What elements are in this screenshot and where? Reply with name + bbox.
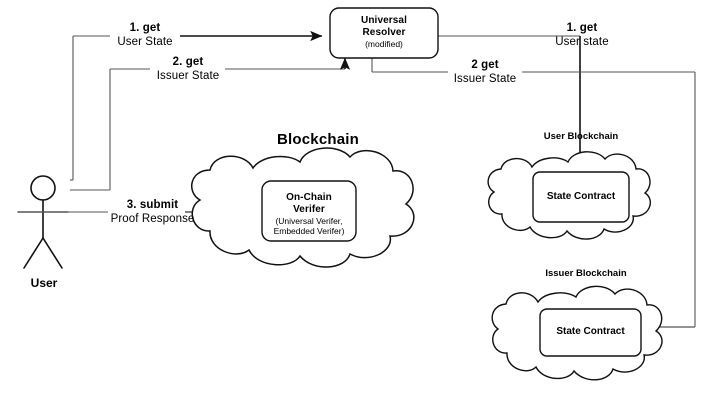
- flow-label-line1: 1. get: [566, 22, 598, 34]
- connector-get-issuer-state-left: [70, 57, 351, 191]
- blockchain-section-title: Blockchain: [276, 131, 360, 148]
- connector-get-issuer-state-right: [371, 58, 696, 332]
- flow-label-get-issuer-state-right: 2 get Issuer State: [430, 59, 540, 86]
- flow-label-line1: 2. get: [172, 56, 204, 68]
- box-universal-resolver: [329, 7, 439, 59]
- box-user-state-contract: [532, 171, 630, 223]
- flow-label-line2: User state: [555, 35, 609, 48]
- flow-label-get-issuer-state-left: 2. get Issuer State: [133, 56, 243, 83]
- stick-figure-icon: [17, 175, 69, 269]
- on-chain-verifier-sub2: Embedded Verifer): [273, 225, 345, 236]
- universal-resolver-line1: Universal: [361, 15, 407, 26]
- flow-label-line1: 3. submit: [126, 199, 179, 211]
- flow-label-get-user-state-right: 1. get User state: [532, 22, 632, 49]
- connector-get-user-state-left: [70, 30, 323, 181]
- user-state-contract-label: State Contract: [546, 191, 616, 202]
- box-on-chain-verifier: [261, 180, 357, 242]
- universal-resolver-label: Universal Resolver (modified): [330, 15, 438, 49]
- universal-resolver-line3: (modified): [365, 38, 403, 49]
- on-chain-verifier-sub1: (Universal Verifer,: [275, 215, 343, 226]
- flow-label-line2: Proof Response: [110, 212, 195, 225]
- universal-resolver-line2: Resolver: [362, 26, 406, 38]
- user-actor-caption: User: [30, 276, 58, 290]
- on-chain-verifier-line1: On-Chain: [286, 192, 332, 203]
- issuer-state-contract-label: State Contract: [556, 326, 625, 337]
- issuer-blockchain-caption: Issuer Blockchain: [545, 268, 627, 279]
- user-blockchain-caption: User Blockchain: [543, 131, 619, 142]
- flow-label-line2: User State: [117, 35, 173, 48]
- on-chain-verifier-line2: Verifer: [293, 203, 325, 215]
- flow-label-get-user-state-left: 1. get User State: [95, 22, 195, 49]
- flow-label-line1: 1. get: [129, 22, 161, 34]
- flow-label-submit-proof-response: 3. submit Proof Response: [95, 199, 210, 226]
- flow-label-line1: 2 get: [471, 59, 499, 71]
- on-chain-verifier-label: On-Chain Verifer (Universal Verifer, Emb…: [260, 192, 358, 236]
- box-issuer-state-contract: [539, 308, 642, 357]
- flow-label-line2: Issuer State: [453, 72, 517, 85]
- flow-label-line2: Issuer State: [156, 69, 220, 82]
